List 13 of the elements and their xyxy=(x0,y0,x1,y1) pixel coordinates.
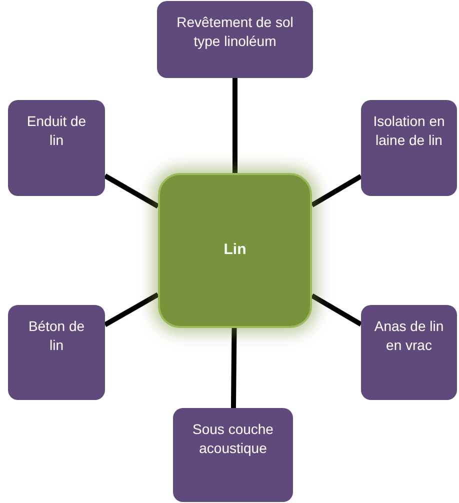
topic-box: Enduit de lin xyxy=(8,100,105,196)
topic-box: Sous couche acoustique xyxy=(173,408,293,502)
connector-line xyxy=(230,328,237,408)
topic-box: Revêtement de sol type linoléum xyxy=(157,1,313,78)
connector-line xyxy=(104,174,160,208)
connector-line xyxy=(104,292,160,327)
connector-line xyxy=(310,174,362,208)
central-box: Lin xyxy=(158,173,312,328)
topic-box: Béton de lin xyxy=(8,305,105,400)
topic-box: Isolation en laine de lin xyxy=(361,100,457,196)
connector-line xyxy=(310,293,362,327)
connector-line xyxy=(232,78,238,173)
topic-box: Anas de lin en vrac xyxy=(361,305,457,400)
